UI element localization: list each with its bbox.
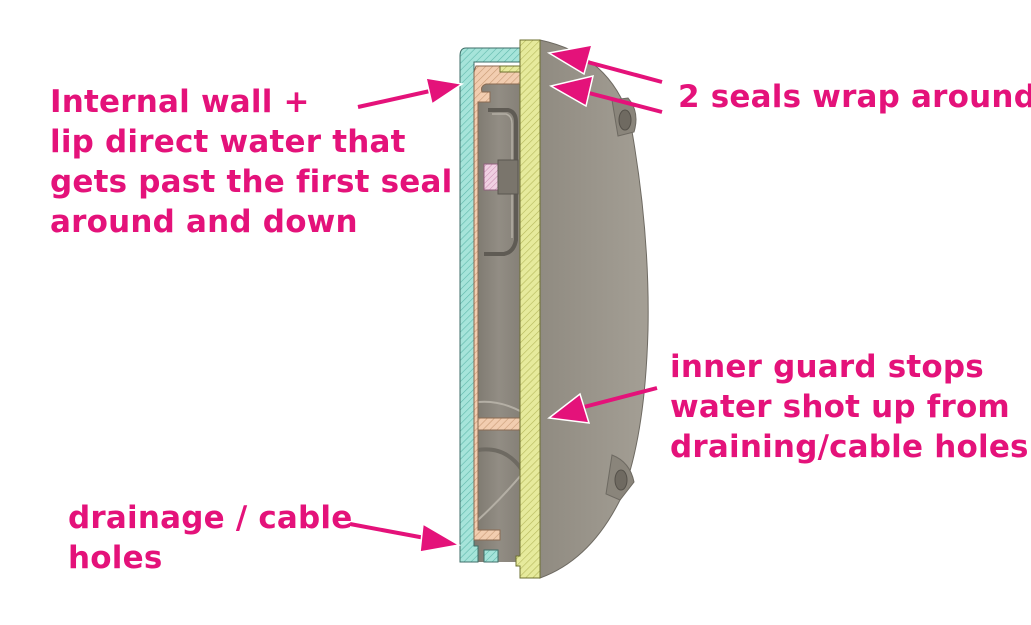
insert-housing (497, 159, 519, 195)
inner-guard-section (473, 65, 525, 541)
arrow-seal-second (548, 74, 663, 114)
annotation-seals: 2 seals wrap around (678, 79, 1031, 115)
housing-body (539, 39, 649, 579)
arrow-internal-wall (357, 77, 464, 109)
internal-cavity (474, 70, 524, 562)
annotation-internal-wall: Internal wall + lip direct water that ge… (50, 84, 453, 240)
arrow-drainage (349, 522, 462, 553)
annotation-drainage: drainage / cable holes (68, 500, 353, 576)
insert-section (483, 163, 499, 191)
arrow-inner-guard (547, 386, 658, 424)
guard-rib-section (477, 417, 525, 431)
annotation-inner-guard: inner guard stops water shot up from dra… (670, 349, 1029, 465)
arrow-seal-top (546, 44, 663, 84)
drain-tab-section (483, 549, 499, 563)
annotation-arrows (349, 44, 663, 553)
lid-section (515, 39, 541, 579)
